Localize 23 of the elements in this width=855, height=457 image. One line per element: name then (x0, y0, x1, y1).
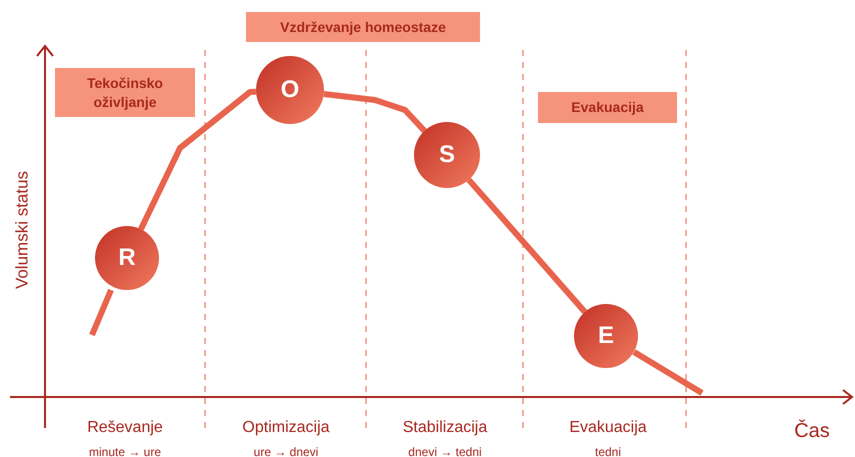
stage-box (55, 68, 195, 117)
phase-duration: minute → ure (88, 444, 162, 457)
curve-line (323, 91, 427, 133)
axis-title: Volumski status (11, 170, 32, 290)
curve-line (138, 88, 256, 230)
phase-letter: R (118, 243, 136, 273)
stage-label: Evakuacija (571, 98, 644, 117)
stage-box (246, 12, 480, 42)
phase-duration: dnevi → tedni (408, 444, 482, 457)
phase-name: Evakuacija (569, 418, 647, 438)
phase-name: Stabilizacija (402, 418, 488, 438)
stage-label: Tekočinsko oživljanje (86, 74, 164, 112)
phase-duration: tedni (594, 444, 622, 457)
phase-letter: S (438, 140, 455, 170)
phase-duration: ure → dnevi (254, 444, 318, 457)
phase-letter: E (598, 321, 614, 351)
phase-name: Optimizacija (242, 418, 330, 438)
stage-box (538, 92, 677, 123)
stage-label: Vzdrževanje homeostaze (280, 18, 446, 36)
axis-title: Čas (794, 418, 830, 444)
curve-line (466, 178, 588, 314)
phase-name: Reševanje (87, 418, 163, 438)
phase-letter: O (280, 75, 300, 105)
